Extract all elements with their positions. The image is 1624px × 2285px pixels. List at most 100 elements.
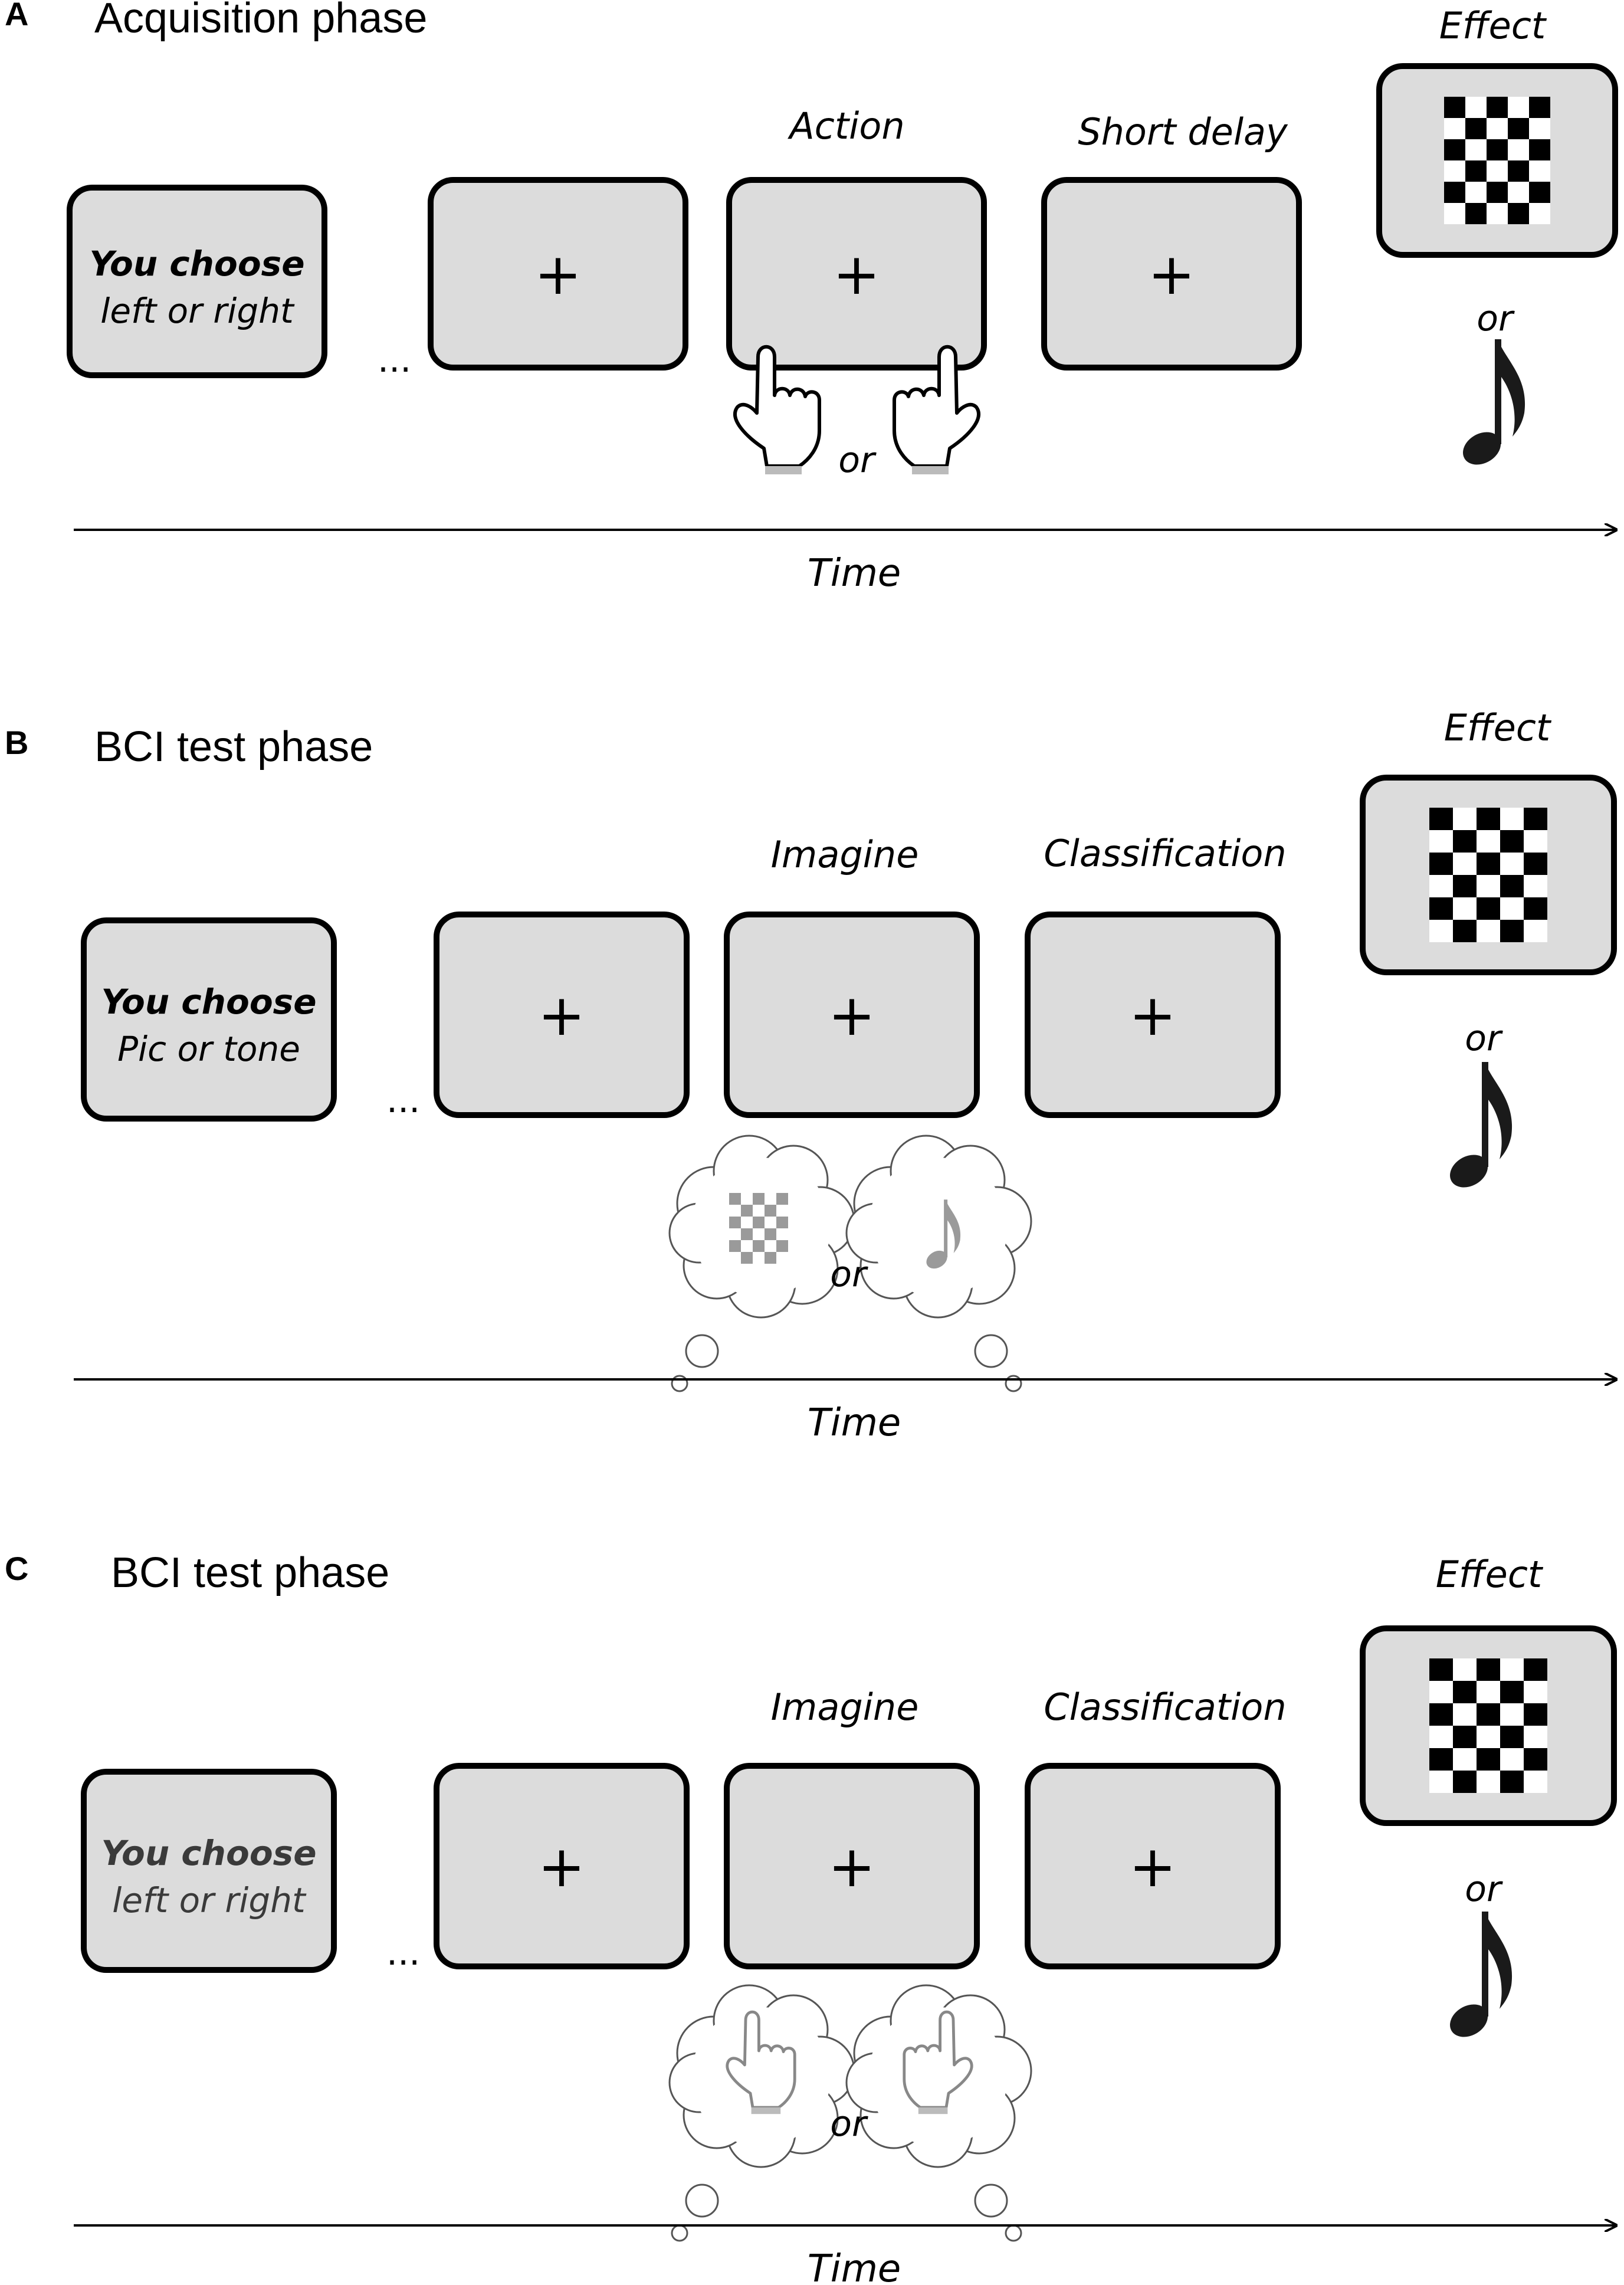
fixation-screen-2: + xyxy=(724,912,980,1118)
fixation-screen-3: + xyxy=(1025,1763,1281,1969)
pointing-hand-icon xyxy=(726,2010,796,2114)
checker-cell xyxy=(1500,1681,1524,1703)
hand-cuff xyxy=(751,2107,781,2114)
checker-cell xyxy=(1524,808,1547,830)
panel-letter: C xyxy=(5,1550,28,1587)
checker-cell xyxy=(1500,875,1524,897)
ellipsis: ... xyxy=(386,1932,420,1973)
checker-cell xyxy=(1500,830,1524,853)
checker-cell xyxy=(1444,139,1465,160)
checker-cell xyxy=(1429,1658,1453,1681)
checker-cell xyxy=(1500,1726,1524,1748)
checker-cell xyxy=(765,1205,776,1217)
checkerboard-icon xyxy=(729,1193,788,1264)
checker-cell xyxy=(1508,160,1529,182)
choice-line-2: left or right xyxy=(112,1880,307,1920)
fixation-cross: + xyxy=(833,241,880,307)
checker-cell xyxy=(1508,203,1529,224)
thought-tail-small xyxy=(1005,2224,1022,2242)
phase-title: Acquisition phase xyxy=(94,0,427,42)
effect-or-label: or xyxy=(1465,1018,1503,1059)
response-or-label: or xyxy=(838,440,877,481)
note-head xyxy=(1450,1155,1488,1188)
time-label: Time xyxy=(808,552,901,595)
response-options: or xyxy=(733,345,980,481)
checker-cell xyxy=(1444,97,1465,118)
checker-cell xyxy=(1524,853,1547,875)
checker-cell xyxy=(1529,97,1550,118)
checker-cell xyxy=(753,1193,765,1205)
choice-line-2: Pic or tone xyxy=(117,1029,300,1069)
checkerboard-icon xyxy=(1429,808,1547,942)
hand-cuff xyxy=(765,466,802,474)
checker-cell xyxy=(776,1193,788,1205)
checker-cell xyxy=(753,1217,765,1228)
checker-cell xyxy=(1487,182,1508,203)
checker-cell xyxy=(776,1240,788,1252)
checker-cell xyxy=(1453,830,1477,853)
music-note-icon xyxy=(1450,1062,1513,1188)
checker-cell xyxy=(765,1252,776,1264)
checker-cell xyxy=(1429,853,1453,875)
response-or-label: or xyxy=(830,2103,868,2145)
response-options: or xyxy=(668,1135,1032,1392)
checker-cell xyxy=(1429,808,1453,830)
effect-or-label: or xyxy=(1465,1868,1503,1910)
step-label-action: Action xyxy=(787,104,904,147)
effect-label: Effect xyxy=(1444,706,1552,749)
checker-cell xyxy=(1508,118,1529,139)
ellipsis: ... xyxy=(378,339,411,381)
ellipsis: ... xyxy=(386,1080,420,1121)
fixation-cross: + xyxy=(538,1834,585,1900)
fixation-cross: + xyxy=(828,1834,875,1900)
checker-cell xyxy=(1477,897,1500,920)
checker-cell xyxy=(1500,920,1524,942)
thought-tail-small xyxy=(671,1375,688,1392)
pointing-hand-icon xyxy=(903,2010,973,2114)
fixation-cross: + xyxy=(1129,1834,1176,1900)
thought-tail-large xyxy=(974,2184,1008,2218)
note-stem xyxy=(1495,339,1501,444)
thought-tail-large xyxy=(974,1334,1008,1368)
thought-bubble-icon xyxy=(845,1135,1032,1392)
thought-tail-large xyxy=(685,1334,719,1368)
time-label: Time xyxy=(808,2247,901,2285)
fixation-screen-3: + xyxy=(1041,177,1302,371)
note-flag xyxy=(1485,1062,1513,1159)
checker-cell xyxy=(753,1240,765,1252)
step-label-imagine: Imagine xyxy=(771,833,919,876)
effect-label: Effect xyxy=(1439,4,1547,47)
thought-tail-small xyxy=(671,2224,688,2242)
checker-cell xyxy=(1429,1703,1453,1726)
checker-cell xyxy=(1465,203,1487,224)
checker-cell xyxy=(729,1193,741,1205)
note-head xyxy=(1463,432,1501,465)
pointing-hand-icon xyxy=(893,345,980,474)
checker-cell xyxy=(741,1228,753,1240)
thought-tail-small xyxy=(1005,1375,1022,1392)
checker-cell xyxy=(1487,97,1508,118)
fixation-screen-frame xyxy=(428,177,688,371)
music-note-icon xyxy=(926,1199,961,1269)
checker-cell xyxy=(1429,1748,1453,1771)
choice-line-1: You choose xyxy=(101,982,316,1022)
checker-cell xyxy=(1429,897,1453,920)
cloud-core xyxy=(868,1158,1008,1297)
checker-cell xyxy=(1500,1771,1524,1793)
checker-cell xyxy=(1465,118,1487,139)
choice-line-1: You choose xyxy=(101,1833,316,1873)
choice-screen-frame xyxy=(81,1769,337,1973)
panel-letter: A xyxy=(5,0,28,32)
checker-cell xyxy=(765,1228,776,1240)
fixation-screen-3: + xyxy=(1025,912,1281,1118)
checker-cell xyxy=(729,1240,741,1252)
note-flag xyxy=(1485,1912,1513,2009)
checker-cell xyxy=(741,1252,753,1264)
hand-cuff xyxy=(918,2107,948,2114)
effect-label: Effect xyxy=(1436,1553,1544,1596)
note-stem xyxy=(1482,1912,1488,2017)
